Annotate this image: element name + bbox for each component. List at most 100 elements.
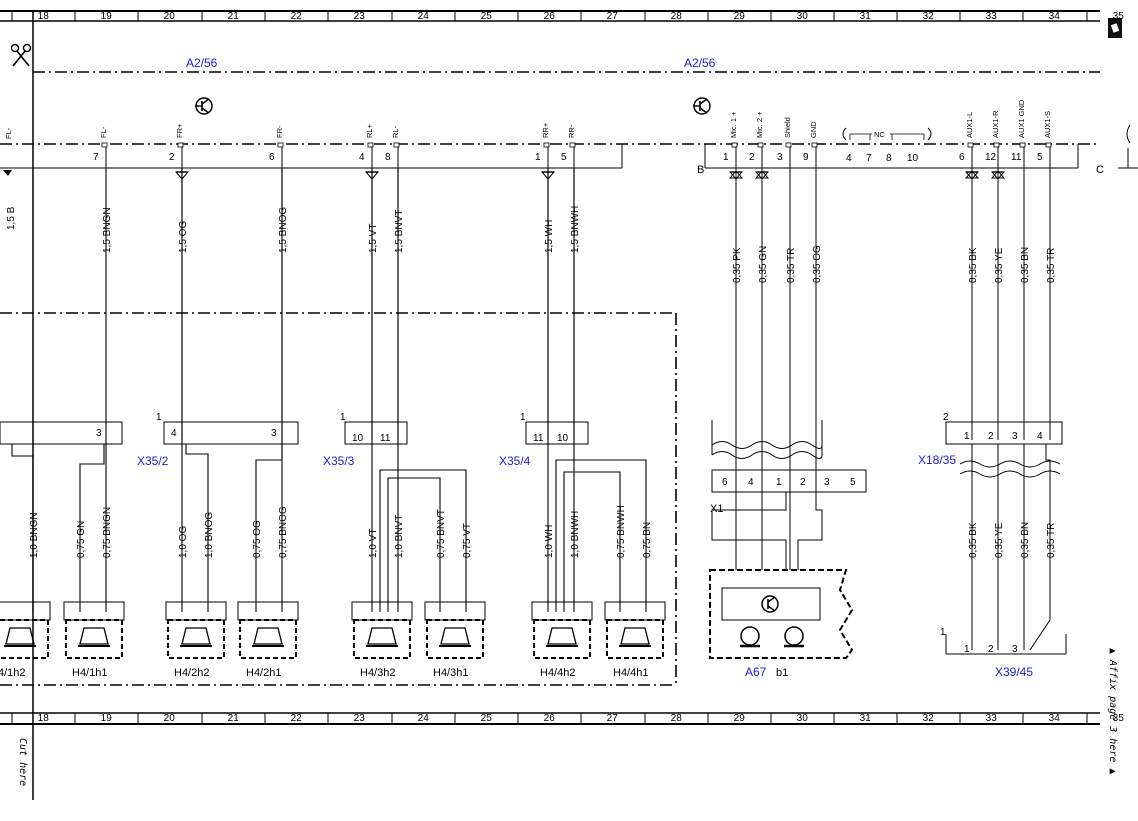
connector-label: X18/35 <box>918 453 956 467</box>
svg-text:2: 2 <box>943 412 949 423</box>
svg-text:1: 1 <box>520 412 526 423</box>
connector-strips <box>0 421 589 445</box>
pin-name: RL+ <box>365 123 374 138</box>
top-pin: Mic. 2 +20,35 GN <box>749 111 770 283</box>
connector-letter: C <box>1096 164 1104 176</box>
wire-label: 1,0 BNVT <box>394 515 405 558</box>
x1-label: X1 <box>710 503 723 515</box>
a67-box <box>709 569 854 659</box>
grid-column-number: 27 <box>607 713 619 724</box>
top-pin: FR+ 2 1,5 OG <box>169 123 190 440</box>
wire-label: 1,5 BNOG <box>278 207 289 253</box>
grid-column-number: 26 <box>544 713 556 724</box>
svg-text:11: 11 <box>533 433 544 444</box>
grid-column-number: 28 <box>671 713 683 724</box>
svg-text:1: 1 <box>340 412 346 423</box>
pin-number: 4 <box>359 152 365 163</box>
top-pin: FL-71,5 BNGN <box>93 126 113 440</box>
nc-group: NC 4 7 8 10 <box>842 127 932 164</box>
grid-column-number: 33 <box>986 11 998 22</box>
wire-label: 0,75 BNGN <box>102 507 113 558</box>
svg-text:8: 8 <box>886 153 892 164</box>
pin-number: 1 <box>723 152 729 163</box>
grid-column-number: 18 <box>38 11 50 22</box>
svg-text:2: 2 <box>800 477 806 488</box>
wire-label: 1,0 BNGN <box>29 512 40 558</box>
module-label: A2/56 <box>684 56 716 70</box>
grid-column-number: 34 <box>1049 11 1061 22</box>
cut-here-text: Cut here <box>17 738 28 786</box>
speaker-wires <box>11 168 647 612</box>
wire-label: 0,75 BNVT <box>436 509 447 558</box>
bottom-grid <box>0 712 1100 725</box>
nc-label: NC <box>874 130 885 139</box>
grid-column-number: 28 <box>671 11 683 22</box>
wire-label: 0,35 TR <box>786 248 797 283</box>
wire-label: 0,75 BNWH <box>616 505 627 558</box>
svg-text:4: 4 <box>748 477 754 488</box>
wire-label: 1,0 OG <box>178 526 189 558</box>
a67-label: A67 <box>745 665 767 679</box>
wire-label: 0,75 GN <box>76 521 87 558</box>
pin-number: 6 <box>269 152 275 163</box>
pin-number: 5 <box>561 152 567 163</box>
svg-text:4: 4 <box>1037 431 1043 442</box>
pin-name: AUX1-S <box>1043 111 1052 138</box>
svg-text:1: 1 <box>964 644 970 655</box>
wire-label: 0,75 VT <box>462 523 473 558</box>
wire-label: 0,35 BN <box>1020 522 1031 558</box>
wire-label: 0,35 BK <box>968 247 979 283</box>
top-pin: AUX1-L60,35 BK <box>959 112 980 283</box>
pin-name: Mic. 2 + <box>755 111 764 138</box>
speaker-icon: H4/2h1 <box>237 601 299 679</box>
wire-label: 0,35 YE <box>994 522 1005 558</box>
speaker-boundary <box>0 312 677 686</box>
aux-harness <box>945 148 1067 655</box>
grid-column-number: 32 <box>923 11 935 22</box>
module-label: A2/56 <box>186 56 218 70</box>
wire-label: 1,0 BNWH <box>570 511 581 558</box>
svg-text:2: 2 <box>988 431 994 442</box>
wire-label: 1,5 OG <box>178 221 189 253</box>
grid-column-number: 24 <box>418 713 430 724</box>
speaker-label: H4/4h2 <box>540 667 575 679</box>
grid-column-number: 35 <box>1113 11 1125 22</box>
pin-number: 2 <box>169 152 175 163</box>
svg-text:1: 1 <box>776 477 782 488</box>
wire-label: 0,75 OG <box>252 520 263 558</box>
pin-number: 5 <box>1037 152 1043 163</box>
wire-label: 0,35 PK <box>732 247 743 283</box>
pin-name: FR+ <box>175 123 184 138</box>
svg-text:2: 2 <box>988 644 994 655</box>
pin-name: RR- <box>567 124 576 138</box>
grid-column-number: 25 <box>481 713 493 724</box>
svg-text:3: 3 <box>824 477 830 488</box>
svg-text:11: 11 <box>380 433 391 444</box>
pin-number: 9 <box>803 152 809 163</box>
svg-text:3: 3 <box>271 428 277 439</box>
grid-column-number: 25 <box>481 11 493 22</box>
grid-column-number: 23 <box>354 11 366 22</box>
connector-label: X35/3 <box>323 454 355 468</box>
svg-text:3: 3 <box>96 428 102 439</box>
wire-label: 0,35 YE <box>994 247 1005 283</box>
svg-text:1: 1 <box>964 431 970 442</box>
grid-column-number: 19 <box>101 11 113 22</box>
speaker-label: H4/4h1 <box>613 667 648 679</box>
connector-letter: B <box>697 164 704 176</box>
speaker-label: H4/2h1 <box>246 667 281 679</box>
pin-name: FL- <box>99 126 108 138</box>
grid-column-number: 18 <box>38 713 50 724</box>
wire-label: 0,35 OG <box>812 245 823 283</box>
grid-column-number: 23 <box>354 713 366 724</box>
scissors-icon <box>10 43 32 67</box>
wire-label: 1,5 VT <box>368 224 379 253</box>
wire-label: 0,75 BN <box>642 522 653 558</box>
grid-column-number: 30 <box>797 11 809 22</box>
pin-number: 8 <box>385 152 391 163</box>
pin-number: 2 <box>749 152 755 163</box>
